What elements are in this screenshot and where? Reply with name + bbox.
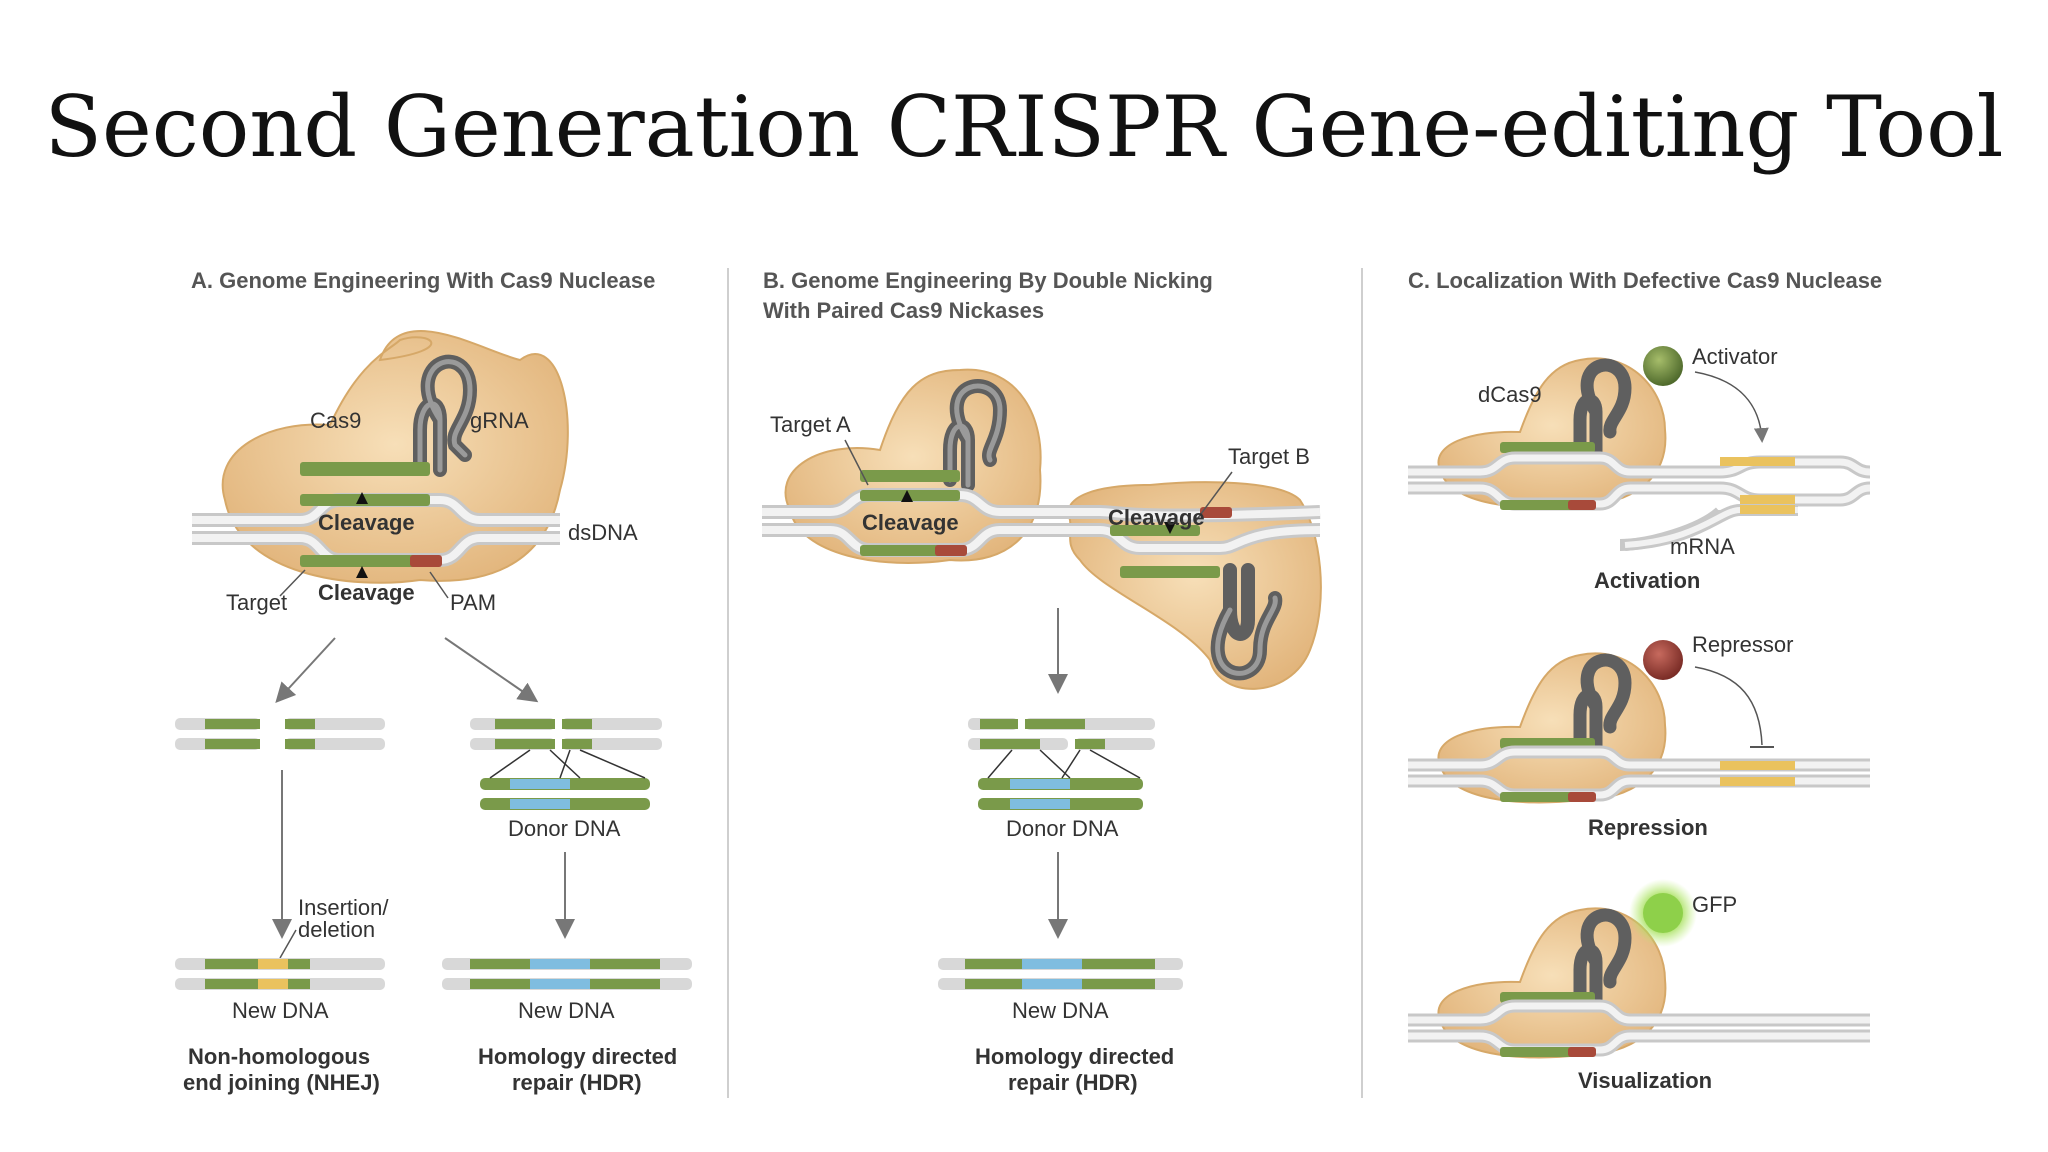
slide-title: Second Generation CRISPR Gene-editing To… bbox=[44, 78, 2004, 176]
label-gfp: GFP bbox=[1692, 892, 1737, 917]
cas9-nickase-left bbox=[784, 368, 1042, 564]
nhej-new-dna bbox=[175, 958, 385, 990]
label-hdr-b-1: Homology directed bbox=[975, 1044, 1174, 1069]
label-repressor: Repressor bbox=[1692, 632, 1793, 657]
label-cleavage-bottom: Cleavage bbox=[318, 580, 415, 605]
label-hdr-a-2: repair (HDR) bbox=[512, 1070, 642, 1095]
pam-segment bbox=[410, 555, 442, 567]
label-activation: Activation bbox=[1594, 568, 1700, 593]
label-cas9: Cas9 bbox=[310, 408, 361, 433]
panel-a-title: A. Genome Engineering With Cas9 Nuclease bbox=[191, 268, 655, 293]
label-repression: Repression bbox=[1588, 815, 1708, 840]
panel-c-title: C. Localization With Defective Cas9 Nucl… bbox=[1408, 268, 1882, 293]
nick-arrow-a bbox=[901, 490, 913, 502]
label-new-dna-a-right: New DNA bbox=[518, 998, 615, 1023]
panel-b-title-line-2: With Paired Cas9 Nickases bbox=[763, 298, 1044, 323]
label-cleavage-b-2: Cleavage bbox=[1108, 505, 1205, 530]
activation-module bbox=[1408, 346, 1871, 551]
hdr-new-dna-b bbox=[938, 958, 1183, 990]
label-insertion-1: Insertion/ bbox=[298, 895, 389, 920]
label-target: Target bbox=[226, 590, 287, 615]
visualization-module bbox=[1408, 879, 1870, 1059]
hdr-donor-template-b bbox=[968, 718, 1155, 810]
label-nhej-2: end joining (NHEJ) bbox=[183, 1070, 380, 1095]
hdr-donor-template bbox=[470, 718, 662, 810]
repressor-icon bbox=[1643, 640, 1683, 680]
label-nhej-1: Non-homologous bbox=[188, 1044, 370, 1069]
label-mrna: mRNA bbox=[1670, 534, 1735, 559]
panel-b-title-line-1: B. Genome Engineering By Double Nicking bbox=[763, 268, 1213, 293]
activator-icon bbox=[1643, 346, 1683, 386]
label-dcas9: dCas9 bbox=[1478, 382, 1542, 407]
label-cleavage-b-1: Cleavage bbox=[862, 510, 959, 535]
target-segment bbox=[300, 555, 430, 567]
label-dsdna: dsDNA bbox=[568, 520, 638, 545]
label-target-b: Target B bbox=[1228, 444, 1310, 469]
label-hdr-a-1: Homology directed bbox=[478, 1044, 677, 1069]
gfp-icon bbox=[1643, 893, 1683, 933]
label-insertion-2: deletion bbox=[298, 917, 375, 942]
cleavage-arrow-top bbox=[356, 492, 368, 504]
cleavage-arrow-bottom bbox=[356, 566, 368, 578]
nhej-broken-dna bbox=[175, 718, 385, 750]
label-cleavage-top: Cleavage bbox=[318, 510, 415, 535]
panel-b: B. Genome Engineering By Double Nicking … bbox=[762, 268, 1322, 1095]
hdr-new-dna-a bbox=[442, 958, 692, 990]
label-donor-dna-b: Donor DNA bbox=[1006, 816, 1119, 841]
panel-a: A. Genome Engineering With Cas9 Nuclease… bbox=[175, 268, 692, 1095]
label-pam: PAM bbox=[450, 590, 496, 615]
label-donor-dna-a: Donor DNA bbox=[508, 816, 621, 841]
label-grna: gRNA bbox=[470, 408, 529, 433]
label-hdr-b-2: repair (HDR) bbox=[1008, 1070, 1138, 1095]
panel-c: C. Localization With Defective Cas9 Nucl… bbox=[1408, 268, 1882, 1093]
nick-arrow-b bbox=[1164, 522, 1176, 534]
repression-module bbox=[1408, 640, 1870, 804]
guide-bar bbox=[300, 462, 430, 476]
label-target-a: Target A bbox=[770, 412, 851, 437]
label-new-dna-b: New DNA bbox=[1012, 998, 1109, 1023]
label-visualization: Visualization bbox=[1578, 1068, 1712, 1093]
label-new-dna-a-left: New DNA bbox=[232, 998, 329, 1023]
label-activator: Activator bbox=[1692, 344, 1778, 369]
